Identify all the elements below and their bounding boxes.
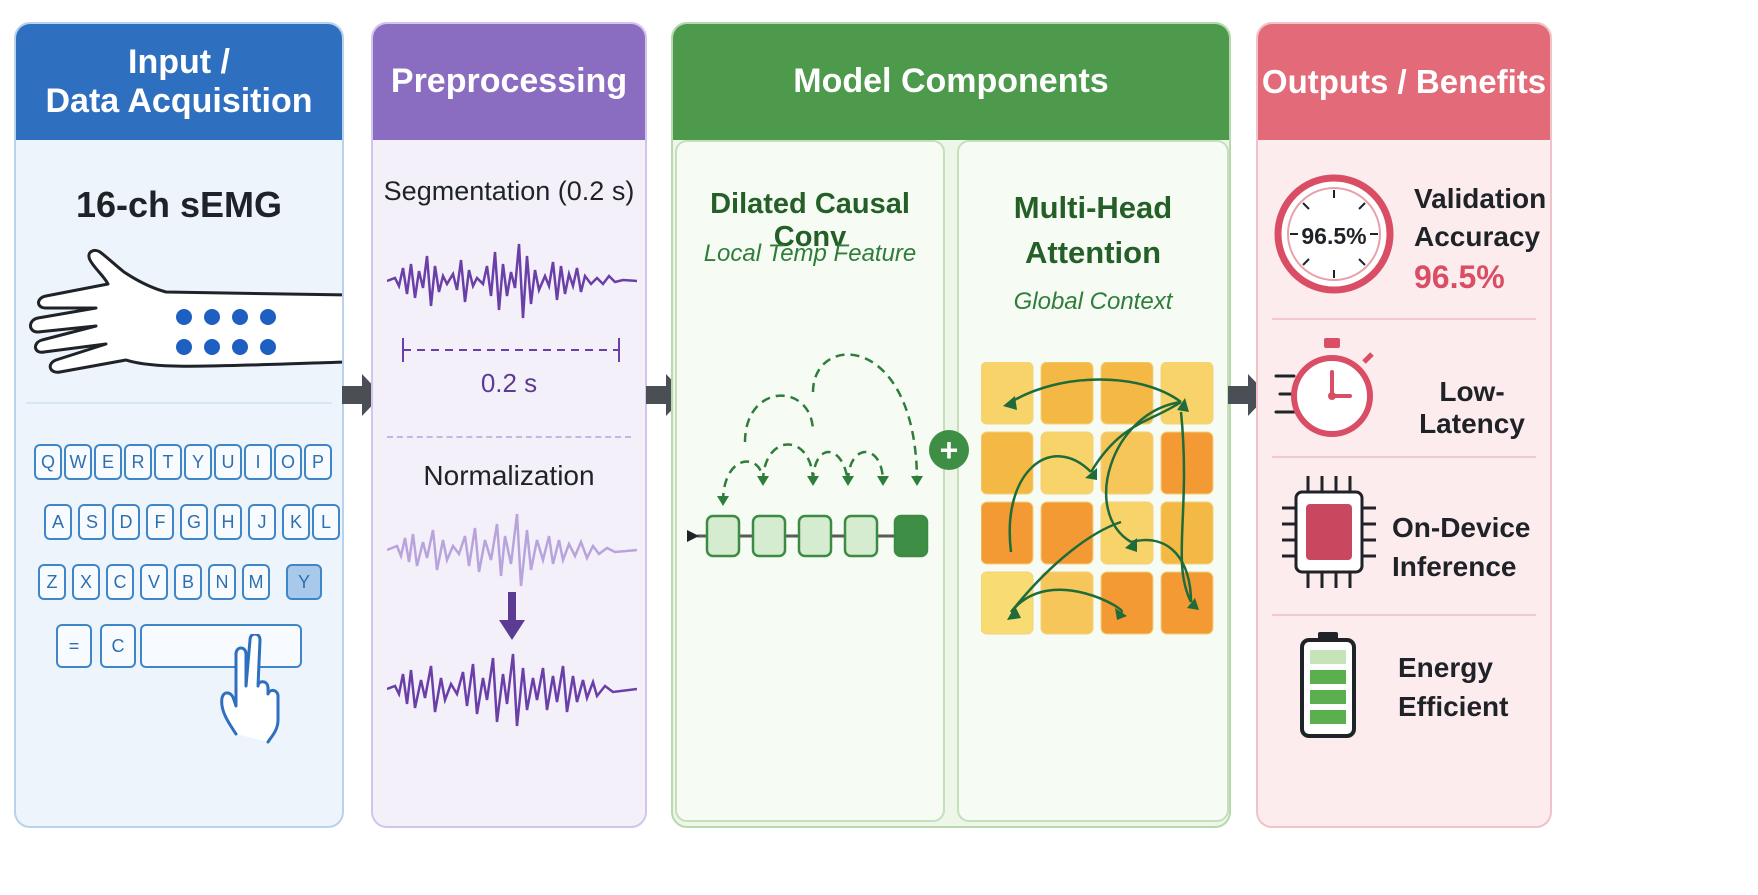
outputs-header: Outputs / Benefits [1258, 24, 1550, 140]
model-body: Dilated Causal Conv Local Temp Feature [673, 140, 1229, 826]
input-panel: Input / Data Acquisition 16-ch sEMG Q W … [14, 22, 344, 828]
preprocessing-title: Preprocessing [390, 62, 628, 101]
combine-badge: + [929, 430, 969, 470]
key-f[interactable]: F [146, 504, 174, 540]
raw-signal-waveform [387, 243, 637, 319]
attention-title-line2: Attention [1024, 234, 1162, 270]
key-j[interactable]: J [248, 504, 276, 540]
device-label-line1: On-Device [1392, 512, 1531, 543]
attention-heatmap [981, 362, 1214, 635]
conv-title: Dilated Causal Conv [710, 188, 910, 253]
input-divider [26, 402, 332, 404]
device-label: On-Device Inference [1392, 508, 1542, 586]
virtual-keyboard: Q W E R T Y U I O P A S D F G H J K L Z … [16, 420, 342, 720]
outputs-panel: Outputs / Benefits 96.5% Validation Accu… [1256, 22, 1552, 828]
key-m[interactable]: M [242, 564, 270, 600]
model-header: Model Components [673, 24, 1229, 140]
input-panel-header: Input / Data Acquisition [16, 24, 342, 140]
preprocessing-body: Segmentation (0.2 s) 0.2 s Normalization [373, 140, 645, 826]
attention-title: Multi-Head Attention [959, 186, 1227, 276]
spacebar[interactable] [140, 624, 302, 668]
preprocessing-header: Preprocessing [373, 24, 645, 140]
key-y-highlighted[interactable]: Y [286, 564, 322, 600]
accuracy-label-line2: Accuracy [1414, 220, 1541, 252]
key-x[interactable]: X [72, 564, 100, 600]
energy-label: Energy Efficient [1398, 648, 1538, 726]
key-n[interactable]: N [208, 564, 236, 600]
key-z[interactable]: Z [38, 564, 66, 600]
key-a[interactable]: A [44, 504, 72, 540]
window-duration-label: 0.2 s [480, 368, 538, 398]
attention-card: Multi-Head Attention Global Context [957, 140, 1229, 822]
preprocessing-panel: Preprocessing Segmentation (0.2 s) 0.2 s… [371, 22, 647, 828]
battery-icon [1300, 632, 1356, 738]
key-u[interactable]: U [214, 444, 242, 480]
key-t[interactable]: T [154, 444, 182, 480]
arm-with-electrodes-icon [29, 248, 342, 374]
key-equals[interactable]: = [56, 624, 92, 668]
conv-card: Dilated Causal Conv Local Temp Feature [675, 140, 945, 822]
key-l[interactable]: L [312, 504, 340, 540]
energy-label-line2: Efficient [1398, 691, 1509, 723]
conv-subtitle: Local Temp Feature [703, 240, 917, 267]
key-o[interactable]: O [274, 444, 302, 480]
accuracy-value: 96.5% [1414, 258, 1505, 295]
accuracy-label-line1: Validation [1414, 183, 1547, 214]
outputs-divider-1 [1272, 318, 1536, 320]
stopwatch-icon [1274, 338, 1374, 437]
outputs-title: Outputs / Benefits [1261, 63, 1547, 101]
key-d[interactable]: D [112, 504, 140, 540]
input-title-line2: Data Acquisition [45, 82, 313, 120]
normalized-signal-waveform [387, 653, 637, 727]
latency-label: Low-Latency [1419, 376, 1525, 439]
key-w[interactable]: W [64, 444, 92, 480]
gauge-value: 96.5% [1301, 223, 1367, 249]
down-arrow-icon [499, 592, 525, 640]
model-title: Model Components [793, 62, 1109, 101]
sensor-label: 16-ch sEMG [75, 184, 283, 225]
attention-subtitle: Global Context [1013, 288, 1173, 315]
key-b[interactable]: B [174, 564, 202, 600]
key-i[interactable]: I [244, 444, 272, 480]
key-g[interactable]: G [180, 504, 208, 540]
key-y[interactable]: Y [184, 444, 212, 480]
segmentation-label: Segmentation (0.2 s) [383, 176, 635, 206]
key-e[interactable]: E [94, 444, 122, 480]
outputs-body: 96.5% Validation Accuracy 96.5% Low-Late… [1258, 140, 1550, 826]
key-r[interactable]: R [124, 444, 152, 480]
key-c[interactable]: C [106, 564, 134, 600]
accuracy-gauge-icon [1274, 174, 1394, 294]
key-c-bottom[interactable]: C [100, 624, 136, 668]
key-h[interactable]: H [214, 504, 242, 540]
combine-symbol: + [939, 431, 959, 468]
preprocessing-divider [387, 436, 631, 438]
key-q[interactable]: Q [34, 444, 62, 480]
key-p[interactable]: P [304, 444, 332, 480]
normalization-label: Normalization [423, 460, 595, 491]
key-s[interactable]: S [78, 504, 106, 540]
input-title-line1: Input / [128, 42, 230, 81]
device-label-line2: Inference [1392, 551, 1517, 583]
outputs-divider-2 [1272, 456, 1536, 458]
raw-signal-faded-waveform [387, 513, 637, 587]
model-panel: Model Components Dilated Causal Conv Loc… [671, 22, 1231, 828]
pointing-hand-icon [220, 634, 280, 744]
accuracy-label: Validation Accuracy 96.5% [1414, 180, 1547, 299]
key-k[interactable]: K [282, 504, 310, 540]
outputs-divider-3 [1272, 614, 1536, 616]
input-panel-body: 16-ch sEMG Q W E R T Y U I O P A S D F G [16, 140, 342, 826]
energy-label-line1: Energy [1398, 652, 1493, 683]
chip-icon [1282, 476, 1376, 588]
key-v[interactable]: V [140, 564, 168, 600]
attention-title-line1: Multi-Head [1013, 190, 1173, 225]
dilated-conv-diagram [687, 353, 929, 558]
window-bracket [402, 338, 620, 362]
